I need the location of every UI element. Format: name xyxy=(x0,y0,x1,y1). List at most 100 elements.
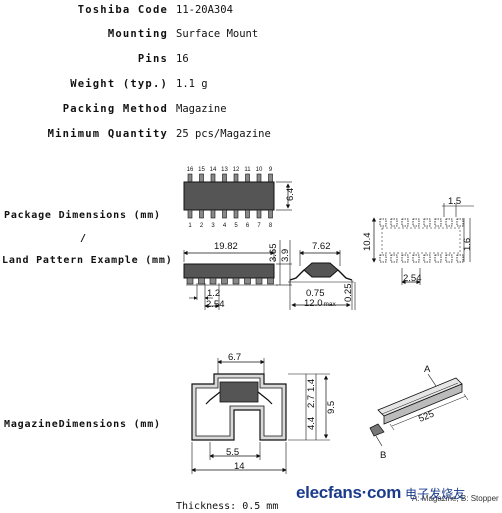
land-pad-bottom xyxy=(379,254,387,263)
magazine-ic-body xyxy=(219,381,259,403)
label-a: A xyxy=(424,364,431,375)
pin-side xyxy=(255,277,263,285)
pin-bottom xyxy=(256,209,262,219)
pin-top xyxy=(245,173,250,183)
package-end-body xyxy=(303,262,339,278)
watermark-cn: 电子发烧友 xyxy=(405,487,466,501)
spec-label-minimum-quantity: Minimum Quantity xyxy=(47,128,168,140)
pin-number-top: 14 xyxy=(210,167,217,173)
pin-number-top: 12 xyxy=(233,167,240,173)
land-pad-top xyxy=(434,218,442,227)
package-end-view: 7.62 0.75 12.0max 0.25 xyxy=(288,241,356,310)
pin-top xyxy=(222,173,227,183)
pin-side xyxy=(244,277,251,285)
package-side-view: 19.82 3.65 3.9 1.2 2.54 xyxy=(183,240,292,310)
dim-mag-bottom-inner: 5.5 xyxy=(226,447,239,458)
land-pad-top xyxy=(445,218,453,227)
land-pad-bottom xyxy=(390,254,398,263)
pin-number-top: 11 xyxy=(244,167,251,173)
dim-width: 7.62 xyxy=(312,241,331,252)
magazine-cross-section: 6.7 1.4 2.7 4.4 9.5 5.5 14 xyxy=(191,352,337,474)
section-slash: / xyxy=(80,233,87,244)
pin-side xyxy=(198,277,205,285)
pin-number-top: 10 xyxy=(256,167,263,173)
pin-bottom xyxy=(233,209,239,219)
land-pad-bottom xyxy=(456,254,464,263)
land-pad-bottom xyxy=(423,254,431,263)
pin-bottom xyxy=(268,209,273,219)
pin-top xyxy=(187,173,193,183)
dim-land-span: 10.4 xyxy=(362,233,373,252)
dim-mag-height: 9.5 xyxy=(326,401,337,414)
land-pad-top xyxy=(456,218,464,227)
land-pad-top xyxy=(412,218,420,227)
pin-bottom xyxy=(187,209,193,219)
magazine-3d-view: 525 A B xyxy=(369,364,469,461)
pin-side xyxy=(221,277,228,285)
pin-side xyxy=(267,277,274,285)
dim-land-pad: 1.6 xyxy=(462,238,473,251)
dim-mag-d2: 2.7 xyxy=(306,395,317,408)
section-package-dimensions: Package Dimensions (mm) xyxy=(4,210,161,221)
dim-spacing: 2.54 xyxy=(206,299,225,310)
pin-top xyxy=(233,173,239,183)
spec-value-packing-method: Magazine xyxy=(176,103,227,115)
pin-number-bottom: 8 xyxy=(269,223,273,229)
package-body-side xyxy=(183,263,275,279)
pin-top xyxy=(256,173,262,183)
dim-h1: 3.65 xyxy=(268,244,279,263)
pin-number-bottom: 1 xyxy=(188,223,192,229)
pin-side xyxy=(186,277,194,285)
spec-label-mounting: Mounting xyxy=(107,28,168,40)
pin-bottom xyxy=(210,209,216,219)
dim-overall: 12.0max xyxy=(304,298,337,309)
dim-pitch: 1.2 xyxy=(207,288,220,299)
spec-label-toshiba-code: Toshiba Code xyxy=(77,4,168,16)
dim-mag-d3: 4.4 xyxy=(306,417,317,430)
land-pad-bottom xyxy=(412,254,420,263)
dim-mag-overall-width: 14 xyxy=(234,461,245,472)
pin-bottom xyxy=(222,209,227,219)
spec-value-toshiba-code: 11-20A304 xyxy=(176,4,233,16)
section-land-pattern: Land Pattern Example (mm) xyxy=(2,255,173,266)
spec-label-packing-method: Packing Method xyxy=(62,103,168,115)
pin-top xyxy=(210,173,216,183)
pin-number-top: 9 xyxy=(269,167,273,173)
land-pad-top xyxy=(390,218,398,227)
spec-value-pins: 16 xyxy=(176,53,189,65)
magazine-stopper xyxy=(369,423,385,437)
spec-value-mounting: Surface Mount xyxy=(176,28,259,40)
pin-number-bottom: 6 xyxy=(246,223,250,229)
pin-top xyxy=(268,173,273,183)
land-pad-top xyxy=(401,218,409,227)
land-outline xyxy=(381,227,461,254)
dim-length: 19.82 xyxy=(214,241,238,252)
land-pad-top xyxy=(379,218,387,227)
pin-number-bottom: 3 xyxy=(211,223,215,229)
pin-number-bottom: 2 xyxy=(200,223,204,229)
section-magazine-dimensions: MagazineDimensions (mm) xyxy=(4,419,161,430)
thickness-note: Thickness: 0.5 mm xyxy=(176,501,279,512)
land-pad-bottom xyxy=(401,254,409,263)
magazine-caption: A: Magazine, B: Stopper xyxy=(412,494,499,503)
spec-label-pins: Pins xyxy=(137,53,168,65)
watermark-brand: elecfans·com xyxy=(296,483,402,502)
pin-side xyxy=(232,277,240,285)
pin-bottom xyxy=(199,209,204,219)
spec-value-minimum-quantity: 25 pcs/Magazine xyxy=(176,128,271,140)
dim-land-top: 1.5 xyxy=(448,196,461,207)
dim-mag-d1: 1.4 xyxy=(306,379,317,392)
land-pad-bottom xyxy=(445,254,453,263)
pin-top xyxy=(199,173,204,183)
pin-number-top: 15 xyxy=(198,167,205,173)
dim-lead: 0.75 xyxy=(306,288,325,299)
pin-number-bottom: 7 xyxy=(257,223,261,229)
spec-label-weight: Weight (typ.) xyxy=(70,78,168,90)
land-pad-bottom xyxy=(434,254,442,263)
pin-number-bottom: 4 xyxy=(223,223,227,229)
dim-land-pitch: 2.54 xyxy=(403,273,422,284)
land-pattern: 1.5 1.6 10.4 2.54 xyxy=(362,196,474,285)
dim-mag-inner-width: 6.7 xyxy=(228,352,241,363)
